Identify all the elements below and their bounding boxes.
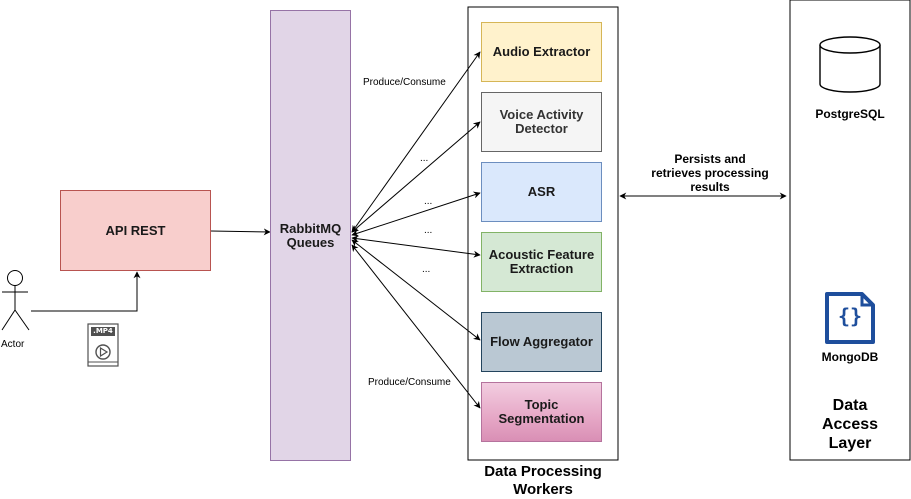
mongodb-label: MongoDB [821, 350, 879, 364]
persist-label-line3: results [690, 180, 730, 194]
worker-voice-activity-detector: Voice Activity Detector [481, 92, 602, 152]
workers-title: Data Processing Workers [458, 463, 628, 499]
worker-audio-extractor: Audio Extractor [481, 22, 602, 82]
worker-label-line2: Extraction [509, 261, 574, 276]
edge-queue-flow [351, 239, 481, 341]
edge-queue-topic [351, 244, 481, 409]
mongodb-icon [825, 292, 875, 344]
worker-label-line1: Topic [524, 397, 559, 412]
api-rest-label: API REST [105, 222, 166, 238]
dal-title-line3: Layer [828, 435, 872, 452]
mongodb-glyph: {} [837, 304, 863, 328]
edge-label-ellipsis-3: ... [424, 225, 433, 236]
actor-label: Actor [1, 339, 25, 350]
edge-label-ellipsis-2: ... [424, 196, 433, 207]
postgresql-icon [819, 36, 881, 93]
actor-icon [1, 270, 30, 331]
dal-title-line2: Access [821, 416, 879, 433]
edge-queue-acoustic [351, 235, 481, 258]
dal-title-line1: Data [832, 397, 868, 414]
edge-queue-asr [351, 191, 481, 237]
mp4-file-icon [87, 323, 119, 367]
edge-label-ellipsis-4: ... [422, 264, 431, 275]
queue-label-line2: Queues [286, 234, 335, 250]
worker-label-line1: ASR [527, 184, 556, 199]
mp4-ext-label: .MP4 [93, 327, 113, 335]
worker-label-line2: Detector [515, 121, 568, 136]
edge-api-to-queue [210, 228, 271, 236]
worker-label-line1: Flow Aggregator [490, 334, 593, 349]
edge-label-produce-bottom: Produce/Consume [368, 377, 451, 388]
worker-label-line2: Segmentation [498, 411, 585, 426]
persist-label-line2: retrieves processing [651, 166, 769, 180]
edge-queue-vad [351, 121, 481, 233]
edge-actor-to-api [31, 271, 141, 312]
worker-label-line1: Acoustic Feature [488, 247, 595, 262]
worker-acoustic-feature-extraction: Acoustic Feature Extraction [481, 232, 602, 292]
workers-title-line1: Data Processing [484, 463, 602, 480]
rabbitmq-queue-box: RabbitMQ Queues [270, 10, 351, 461]
postgresql-label: PostgreSQL [815, 107, 885, 121]
worker-topic-segmentation: Topic Segmentation [481, 382, 602, 442]
queue-label-line1: RabbitMQ [279, 220, 342, 236]
worker-flow-aggregator: Flow Aggregator [481, 312, 602, 372]
api-rest-box: API REST [60, 190, 211, 271]
edge-label-produce-top: Produce/Consume [363, 77, 446, 88]
edges [31, 51, 787, 409]
worker-label-line1: Voice Activity [499, 107, 584, 122]
edge-label-ellipsis-1: ... [420, 153, 429, 164]
dal-title: Data Access Layer [790, 396, 910, 453]
workers-title-line2: Workers [513, 481, 573, 498]
persist-label-line1: Persists and [674, 152, 746, 166]
persist-label: Persists and retrieves processing result… [632, 152, 788, 194]
worker-label-line1: Audio Extractor [492, 44, 591, 59]
worker-asr: ASR [481, 162, 602, 222]
